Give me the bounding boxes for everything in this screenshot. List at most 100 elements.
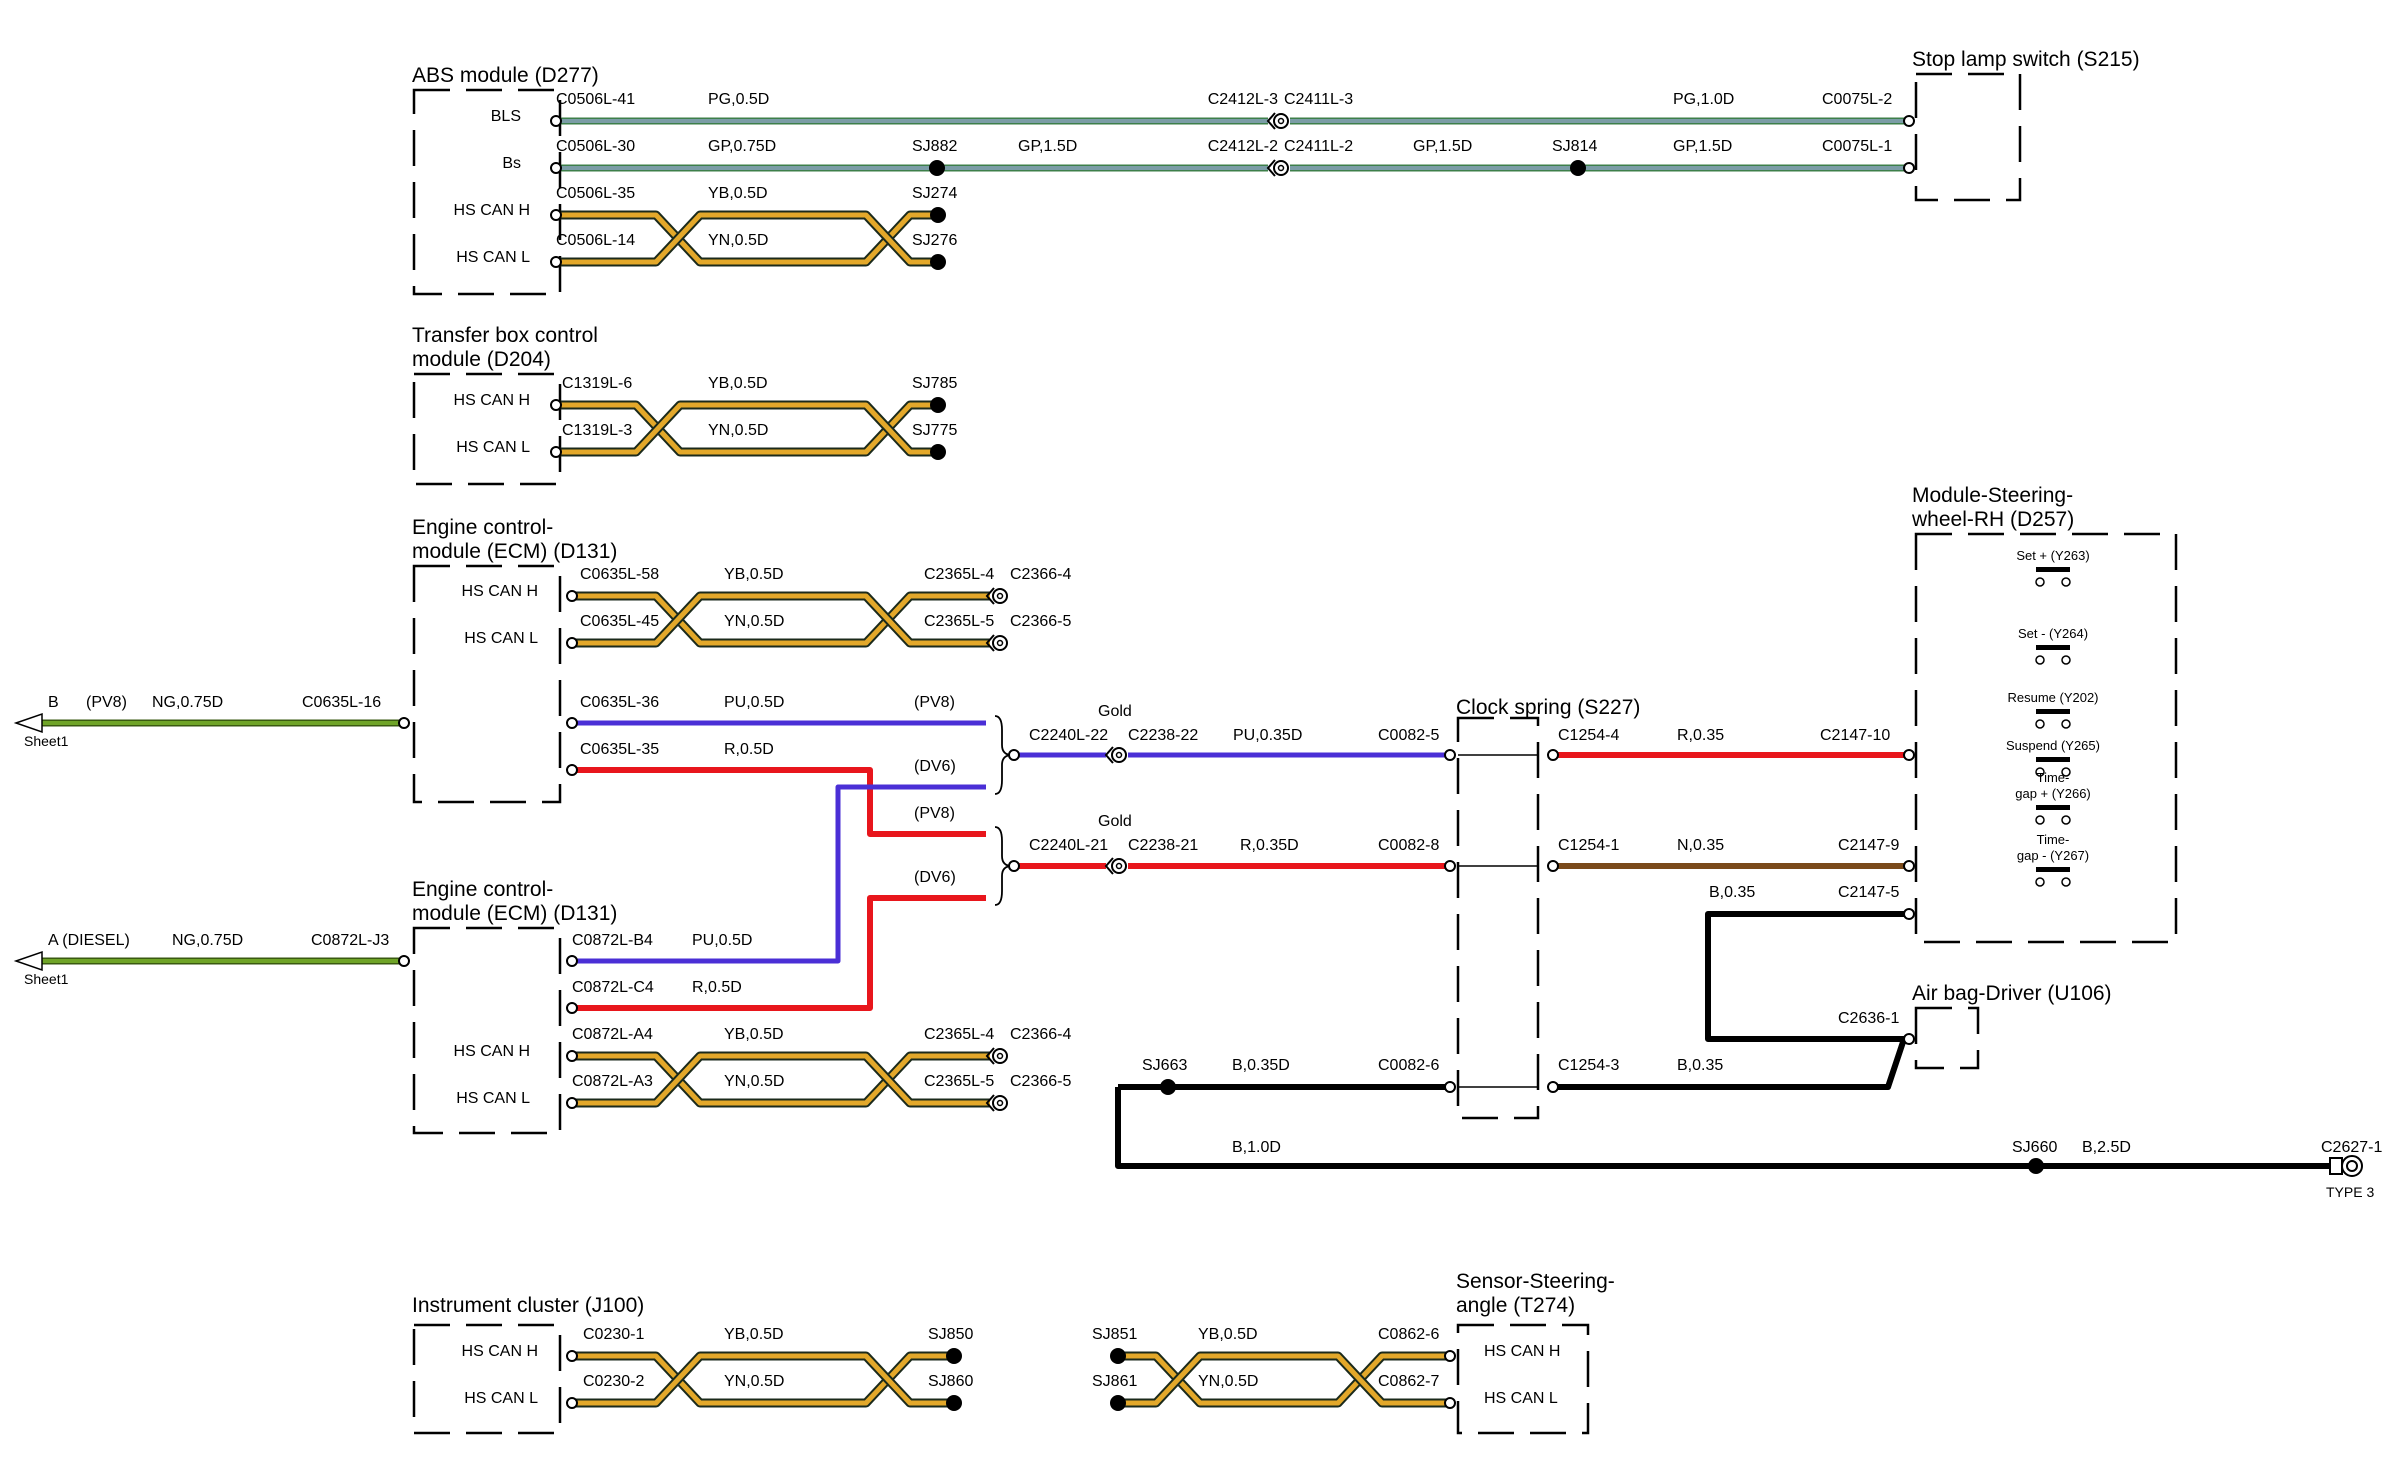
switch-1: Set - (Y264) bbox=[2018, 626, 2088, 665]
wire-r-pv8 bbox=[576, 767, 986, 837]
inline-connector-c2365l-5b bbox=[985, 1094, 1008, 1112]
switch-label: Set + (Y263) bbox=[2016, 548, 2089, 563]
label-w-gp15a: GP,1.5D bbox=[1018, 138, 1077, 155]
label-pin-ic-canh: HS CAN H bbox=[462, 1343, 538, 1360]
instrument-cluster-title: Instrument cluster (J100) bbox=[412, 1294, 644, 1317]
label-pin-tb-canl: HS CAN L bbox=[456, 439, 530, 456]
inline-connectors bbox=[985, 112, 1289, 1112]
connector-pin bbox=[1903, 749, 1915, 761]
label-sheet-b-pv8: (PV8) bbox=[86, 694, 127, 711]
connector-pin bbox=[550, 446, 562, 458]
label-c2147-5: C2147-5 bbox=[1838, 884, 1899, 901]
label-c2147-10: C2147-10 bbox=[1820, 727, 1890, 744]
label-sheet-a: A (DIESEL) bbox=[48, 932, 130, 949]
sheet1-arrow-pv8 bbox=[13, 712, 43, 734]
label-sj861: SJ861 bbox=[1092, 1373, 1137, 1390]
wire-b-035-loop bbox=[1705, 911, 1904, 1042]
connector-pin bbox=[550, 115, 562, 127]
switch-contact-icon bbox=[2036, 757, 2070, 762]
switch-contact-icon bbox=[2036, 867, 2070, 872]
label-c0635l-16: C0635L-16 bbox=[302, 694, 381, 711]
label-c2147-9: C2147-9 bbox=[1838, 837, 1899, 854]
switch-contact-icon bbox=[2036, 567, 2070, 572]
switch-5: Time-gap - (Y267) bbox=[2017, 832, 2089, 887]
label-w-pu035: PU,0.35D bbox=[1233, 727, 1302, 744]
label-sj660: SJ660 bbox=[2012, 1139, 2057, 1156]
label-pin-ecm1-canh: HS CAN H bbox=[462, 583, 538, 600]
splice-sj860 bbox=[946, 1395, 962, 1411]
switch-terminal-icon bbox=[2035, 577, 2045, 587]
ground-terminal-icon bbox=[2329, 1155, 2363, 1177]
label-sj851: SJ851 bbox=[1092, 1326, 1137, 1343]
switch-terminal-icon bbox=[2061, 767, 2071, 777]
switch-terminal-icon bbox=[2035, 767, 2045, 777]
switch-contact-icon bbox=[2036, 709, 2070, 714]
pin-center-icon bbox=[996, 1099, 1004, 1107]
label-w-ic-yn: YN,0.5D bbox=[724, 1373, 784, 1390]
can-pair-ic-l bbox=[576, 1353, 954, 1406]
label-w-gp075: GP,0.75D bbox=[708, 138, 776, 155]
label-sj860: SJ860 bbox=[928, 1373, 973, 1390]
connector-pin bbox=[566, 764, 578, 776]
label-w-gp15c: GP,1.5D bbox=[1673, 138, 1732, 155]
socket-icon bbox=[985, 634, 995, 652]
splice-sj663 bbox=[1160, 1079, 1176, 1095]
abs-module-title: ABS module (D277) bbox=[412, 64, 599, 87]
label-c0506l-35: C0506L-35 bbox=[556, 185, 635, 202]
label-c0506l-14: C0506L-14 bbox=[556, 232, 635, 249]
label-c1254-3: C1254-3 bbox=[1558, 1057, 1619, 1074]
switch-label: gap - (Y267) bbox=[2017, 848, 2089, 863]
label-w-ecm1-r: R,0.5D bbox=[724, 741, 774, 758]
connector-pin bbox=[550, 209, 562, 221]
transfer-box-title-1: Transfer box control bbox=[412, 324, 598, 347]
label-c0506l-41: C0506L-41 bbox=[556, 91, 635, 108]
pin-center-icon bbox=[996, 1052, 1004, 1060]
switch-terminal-icon bbox=[2035, 655, 2045, 665]
label-c0082-6: C0082-6 bbox=[1378, 1057, 1439, 1074]
label-w-ecm1-yb: YB,0.5D bbox=[724, 566, 784, 583]
label-w-ecm2-yn: YN,0.5D bbox=[724, 1073, 784, 1090]
ecm-pv8-box bbox=[412, 564, 562, 804]
ecm-diesel-box bbox=[412, 926, 562, 1135]
connector-pin bbox=[1008, 749, 1020, 761]
connector-pin bbox=[1444, 1081, 1456, 1093]
steering-module-box bbox=[1914, 532, 2178, 944]
label-w-ss-yn: YN,0.5D bbox=[1198, 1373, 1258, 1390]
switch-label: gap + (Y266) bbox=[2015, 786, 2091, 801]
switch-terminal-icon bbox=[2061, 815, 2071, 825]
label-sj882: SJ882 bbox=[912, 138, 957, 155]
label-w-ic-yb: YB,0.5D bbox=[724, 1326, 784, 1343]
label-c0230-1: C0230-1 bbox=[583, 1326, 644, 1343]
label-sj785: SJ785 bbox=[912, 375, 957, 392]
inline-connector-c2240l-22 bbox=[1104, 746, 1127, 764]
connector-pin bbox=[398, 955, 410, 967]
label-w-ss-yb: YB,0.5D bbox=[1198, 1326, 1258, 1343]
socket-icon bbox=[1104, 857, 1114, 875]
label-pin-ecm2-canl: HS CAN L bbox=[456, 1090, 530, 1107]
airbag-title: Air bag-Driver (U106) bbox=[1912, 982, 2112, 1005]
sensor-steering-title-1: Sensor-Steering- bbox=[1456, 1270, 1615, 1293]
wire-r-diesel bbox=[576, 895, 986, 1011]
switch-0: Set + (Y263) bbox=[2016, 548, 2090, 587]
connector-pin bbox=[566, 1350, 578, 1362]
label-pin-ecm1-canl: HS CAN L bbox=[464, 630, 538, 647]
label-w-ecm2-pu: PU,0.5D bbox=[692, 932, 752, 949]
splice-sj850 bbox=[946, 1348, 962, 1364]
pin-center-icon bbox=[1277, 117, 1285, 125]
label-w-b035d: B,0.35D bbox=[1232, 1057, 1290, 1074]
can-pair-abs-h bbox=[556, 212, 938, 265]
socket-icon bbox=[985, 1094, 995, 1112]
label-w-ecm2-r: R,0.5D bbox=[692, 979, 742, 996]
connector-pin bbox=[398, 717, 410, 729]
switch-4: Time-gap + (Y266) bbox=[2015, 770, 2091, 825]
can-pair-ecm2-h bbox=[576, 1053, 990, 1106]
label-c0075l-1: C0075L-1 bbox=[1822, 138, 1892, 155]
sensor-steering-box bbox=[1456, 1323, 1590, 1435]
stop-lamp-switch-box bbox=[1914, 72, 2022, 202]
label-sj276: SJ276 bbox=[912, 232, 957, 249]
connector-pin bbox=[1903, 860, 1915, 872]
connector-pin bbox=[566, 1002, 578, 1014]
label-c0872l-b4: C0872L-B4 bbox=[572, 932, 653, 949]
